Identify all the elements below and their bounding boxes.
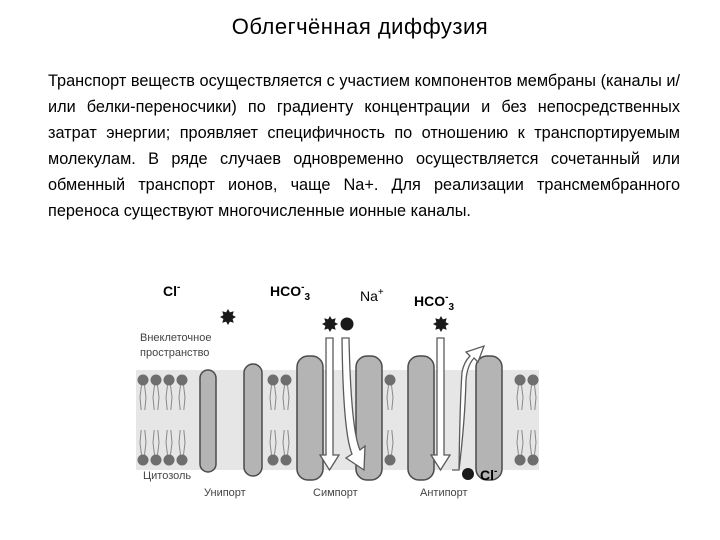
hco3-label-antiport: HCO-3	[414, 292, 454, 313]
symport-label: Симпорт	[313, 487, 358, 499]
lipid-head	[151, 375, 162, 386]
lipid-head	[281, 455, 292, 466]
lipid-head	[268, 455, 279, 466]
lipid-head	[515, 375, 526, 386]
lipid-head	[177, 455, 188, 466]
cl-label-top: Cl-	[163, 282, 180, 299]
lipid-head	[177, 375, 188, 386]
uniport-label: Унипорт	[204, 487, 246, 499]
cl-ion-top	[220, 309, 236, 325]
lipid-head	[281, 375, 292, 386]
hco3-ion-antiport	[433, 316, 449, 332]
lipid-head	[164, 455, 175, 466]
extracellular-label-line2: пространство	[140, 347, 209, 359]
lipid-head	[528, 375, 539, 386]
lipid-head	[515, 455, 526, 466]
antiport-label: Антипорт	[420, 487, 468, 499]
lipid-head	[151, 455, 162, 466]
lipid-head	[164, 375, 175, 386]
hco3-ion-symport	[322, 316, 338, 332]
lipid-head	[138, 455, 149, 466]
lipid-head	[528, 455, 539, 466]
na-label: Na+	[360, 287, 384, 304]
lipid-head	[385, 375, 396, 386]
cl-ion-bottom	[462, 468, 474, 480]
cl-label-bottom: Cl-	[480, 466, 497, 483]
na-ion	[341, 318, 354, 331]
lipid-head	[385, 455, 396, 466]
lipid-head	[138, 375, 149, 386]
hco3-label-symport: HCO-3	[270, 282, 310, 303]
cytosol-label: Цитозоль	[143, 470, 191, 482]
lipid-head	[268, 375, 279, 386]
extracellular-label-line1: Внеклеточное	[140, 332, 211, 344]
